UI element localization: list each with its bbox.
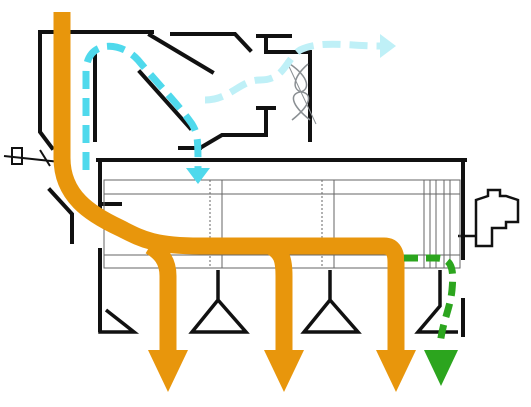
hopper-3 xyxy=(300,270,362,334)
main-flow-branch-2 xyxy=(265,238,293,352)
hopper-4 xyxy=(414,270,458,334)
arrow-down-icon xyxy=(424,350,458,386)
duct-lower xyxy=(197,108,268,151)
motor-icon xyxy=(458,188,520,248)
air-flow-exhaust-arrow xyxy=(380,34,396,58)
arrow-down-icon xyxy=(148,350,188,392)
upper-baffle-2 xyxy=(170,32,253,53)
air-flow xyxy=(82,34,396,184)
green-flow xyxy=(404,254,458,386)
inlet-lower-wall xyxy=(47,187,74,244)
air-flow-exhaust xyxy=(204,40,381,104)
fan-icon xyxy=(285,59,317,125)
hopper-1 xyxy=(98,302,140,334)
arrow-down-icon xyxy=(376,350,416,392)
main-flow-arrows xyxy=(148,350,416,392)
air-flow-loop-arrow xyxy=(186,168,210,184)
upper-baffle-3 xyxy=(137,69,193,131)
main-flow-trunk xyxy=(53,12,405,352)
main-flow xyxy=(53,12,405,352)
valve-icon xyxy=(3,147,61,167)
arrow-down-icon xyxy=(264,350,304,392)
hoppers xyxy=(98,270,458,334)
structure xyxy=(38,30,467,337)
air-flow-loop xyxy=(82,42,202,171)
main-flow-branch-1 xyxy=(145,238,177,352)
hopper-2 xyxy=(188,270,250,334)
upper-baffle-1 xyxy=(147,32,215,75)
green-flow-path xyxy=(404,254,457,347)
chute-left-wall xyxy=(38,30,55,151)
duct-upper xyxy=(264,34,312,142)
